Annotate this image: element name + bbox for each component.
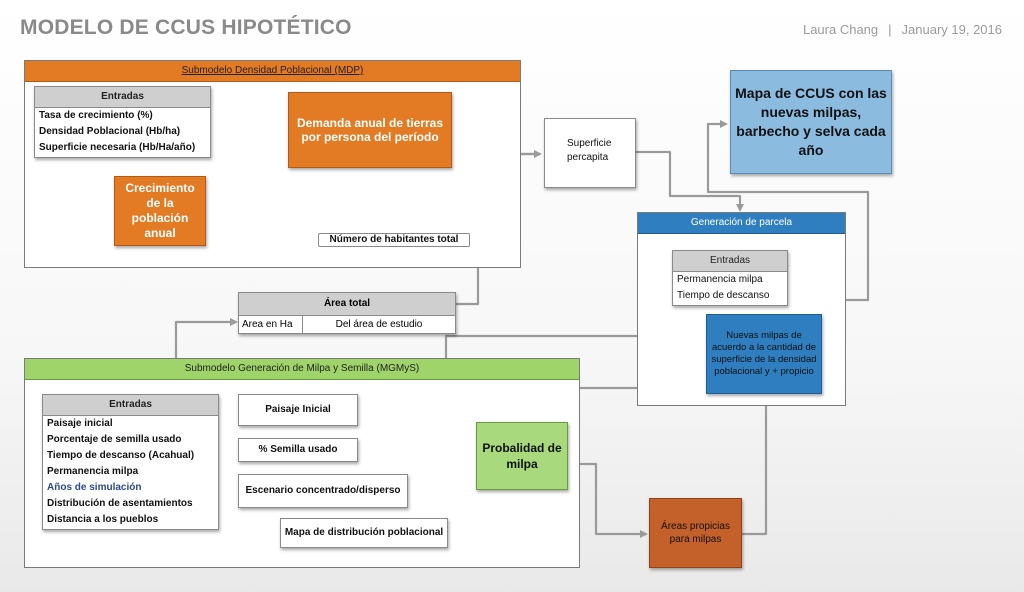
mapa-distribucion-box: Mapa de distribución poblacional <box>280 518 448 548</box>
parcela-header: Generación de parcela <box>638 213 845 234</box>
probabilidad-box: Probalidad de milpa <box>476 422 568 490</box>
mdp-header: Submodelo Densidad Poblacional (MDP) <box>25 61 520 82</box>
paisaje-inicial-box: Paisaje Inicial <box>238 394 358 426</box>
input-distancia-pueblos: Distancia a los pueblos <box>47 514 159 525</box>
area-total-row: Area en Ha Del área de estudio <box>239 316 455 334</box>
demanda-label: Demanda anual de tierras por persona del… <box>296 116 444 144</box>
mdp-inputs: Entradas Tasa de crecimiento (%) Densida… <box>34 86 211 158</box>
page-title: MODELO DE CCUS HIPOTÉTICO <box>20 16 352 39</box>
semilla-label: % Semilla usado <box>258 444 338 455</box>
input-tasa-crecimiento: Tasa de crecimiento (%) <box>39 110 153 121</box>
byline-separator: | <box>888 22 892 37</box>
date: January 19, 2016 <box>901 22 1002 37</box>
link-superficie-parcela <box>636 150 744 212</box>
input-permanencia-milpa-parcela: Permanencia milpa <box>677 274 763 285</box>
nuevas-milpas-label: Nuevas milpas de acuerdo a la cantidad d… <box>711 330 817 377</box>
habitantes-box: Número de habitantes total <box>318 233 470 247</box>
input-porcentaje-semilla: Porcentaje de semilla usado <box>47 434 182 445</box>
input-densidad-poblacional: Densidad Poblacional (Hb/ha) <box>39 126 181 137</box>
areas-propicias-box: Áreas propicias para milpas <box>649 498 742 568</box>
mapa-distribucion-label: Mapa de distribución poblacional <box>284 527 444 538</box>
input-tiempo-descanso-parcela: Tiempo de descanso <box>677 290 770 301</box>
input-anos-simulacion: Años de simulación <box>47 482 142 493</box>
mapa-ccus-label: Mapa de CCUS con las nuevas milpas, barb… <box>735 85 887 158</box>
parcela-inputs-header: Entradas <box>673 251 787 272</box>
input-paisaje-inicial: Paisaje inicial <box>47 418 113 429</box>
area-en-ha: Area en Ha <box>239 316 303 334</box>
area-total-header: Área total <box>239 293 455 316</box>
escenario-label: Escenario concentrado/disperso <box>245 485 401 496</box>
input-tiempo-descanso: Tiempo de descanso (Acahual) <box>47 450 195 461</box>
probabilidad-label: Probalidad de milpa <box>482 441 562 471</box>
crecimiento-box: Crecimiento de la población anual <box>114 176 206 246</box>
link-areas-nuevas <box>736 398 770 538</box>
byline: Laura Chang | January 19, 2016 <box>803 22 1002 37</box>
input-superficie-necesaria: Superficie necesaria (Hb/Ha/año) <box>39 142 196 153</box>
areas-propicias-label: Áreas propicias para milpas <box>661 521 730 545</box>
parcela-inputs: Entradas Permanencia milpa Tiempo de des… <box>672 250 788 306</box>
link-parcela-mapa <box>706 120 870 302</box>
habitantes-label: Número de habitantes total <box>329 234 459 245</box>
author: Laura Chang <box>802 22 879 37</box>
mdp-inputs-header: Entradas <box>35 87 210 108</box>
escenario-box: Escenario concentrado/disperso <box>238 474 408 508</box>
mgmys-header: Submodelo Generación de Milpa y Semilla … <box>25 359 579 380</box>
semilla-box: % Semilla usado <box>238 438 358 462</box>
crecimiento-label: Crecimiento de la población anual <box>125 181 195 240</box>
demanda-box: Demanda anual de tierras por persona del… <box>288 92 452 168</box>
input-distribucion-asentamientos: Distribución de asentamientos <box>47 498 193 509</box>
nuevas-milpas-box: Nuevas milpas de acuerdo a la cantidad d… <box>706 314 822 394</box>
superficie-label: Superficie percapita <box>567 138 612 163</box>
mgmys-inputs-header: Entradas <box>43 395 218 416</box>
input-permanencia-milpa: Permanencia milpa <box>47 466 139 477</box>
mapa-ccus-box: Mapa de CCUS con las nuevas milpas, barb… <box>730 70 892 174</box>
link-prob-areas <box>568 462 648 538</box>
area-estudio: Del área de estudio <box>335 319 423 330</box>
paisaje-inicial-label: Paisaje Inicial <box>265 404 331 415</box>
superficie-box: Superficie percapita <box>544 118 636 188</box>
area-total-box: Área total Area en Ha Del área de estudi… <box>238 292 456 334</box>
mgmys-inputs: Entradas Paisaje inicial Porcentaje de s… <box>42 394 219 530</box>
